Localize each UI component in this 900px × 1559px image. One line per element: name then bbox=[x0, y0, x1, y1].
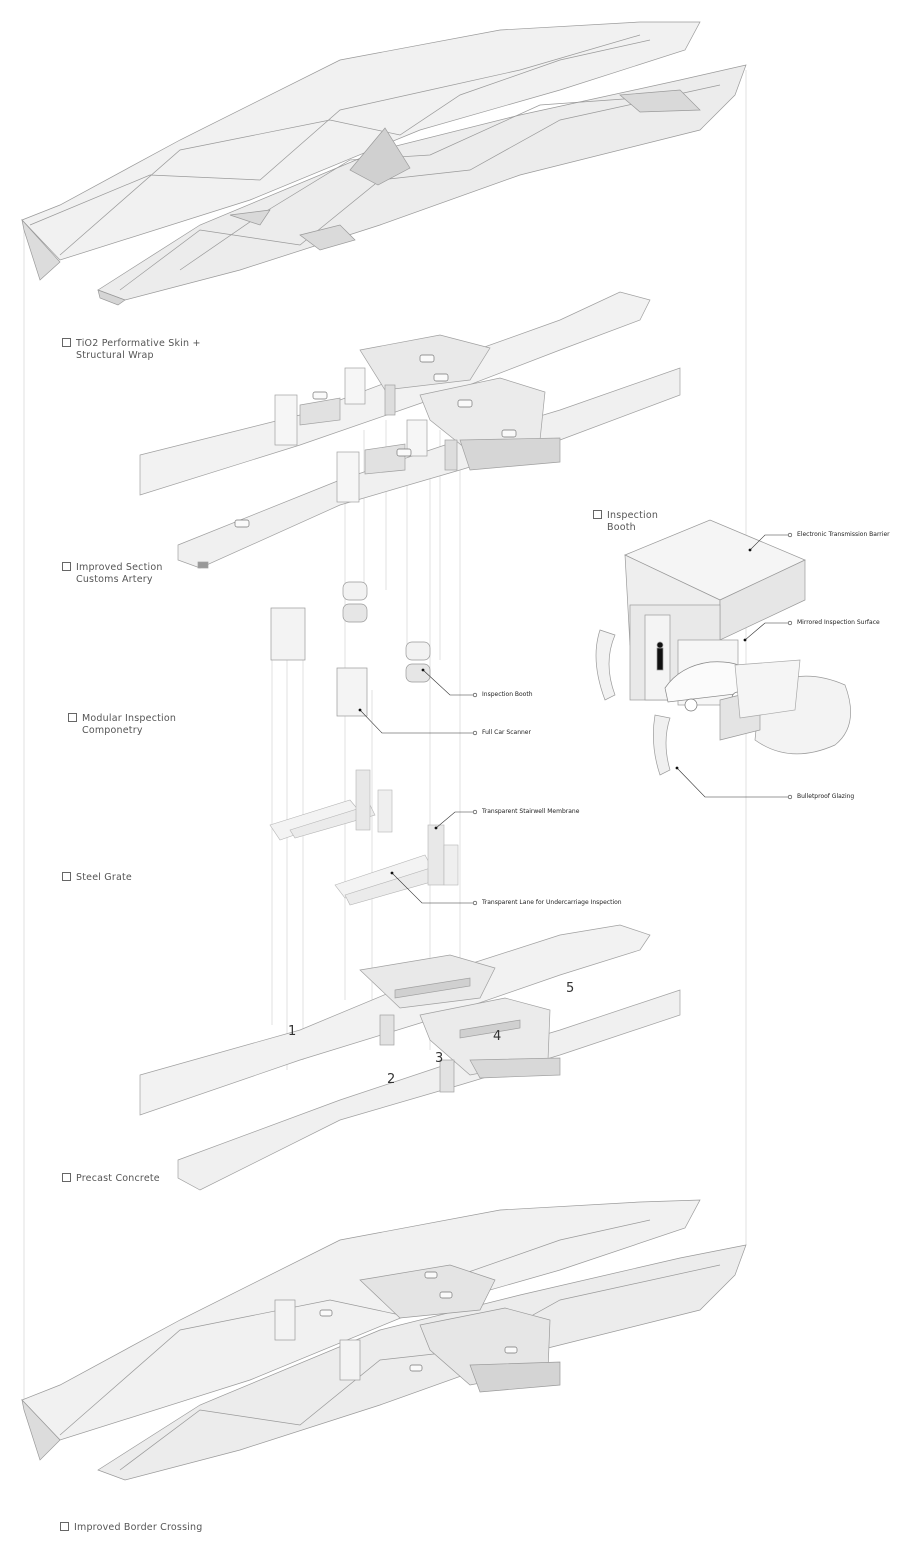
zone-number-1: 1 bbox=[288, 1024, 297, 1039]
callout-stairwell-membrane: Transparent Stairwell Membrane bbox=[482, 808, 580, 815]
label-inspection-booth: Inspection Booth bbox=[593, 510, 658, 534]
callout-inspection-booth: Inspection Booth bbox=[482, 691, 533, 698]
callout-origins bbox=[358, 548, 752, 875]
zone-number-5: 5 bbox=[566, 981, 575, 996]
zone-number-2: 2 bbox=[387, 1072, 396, 1087]
callout-endpoints bbox=[472, 532, 793, 906]
label-precast-concrete: Precast Concrete bbox=[62, 1173, 160, 1186]
precast-concrete-layer bbox=[139, 924, 681, 1191]
label-steel-grate: Steel Grate bbox=[62, 872, 132, 885]
zone-number-4: 4 bbox=[493, 1029, 502, 1044]
customs-artery-layer bbox=[139, 291, 681, 569]
label-border-crossing: Improved Border Crossing bbox=[60, 1522, 203, 1535]
label-modular-componetry: Modular Inspection Componetry bbox=[68, 713, 176, 737]
cars bbox=[234, 354, 517, 528]
tio2-skin-layer bbox=[21, 21, 747, 306]
label-tio2-skin: TiO2 Performative Skin + Structural Wrap bbox=[62, 338, 201, 362]
steel-grate-layer bbox=[269, 769, 459, 906]
callout-leaders bbox=[359, 534, 790, 904]
callout-undercarriage-lane: Transparent Lane for Undercarriage Inspe… bbox=[482, 899, 622, 906]
checkbox-icon bbox=[68, 713, 77, 722]
callout-electronic-barrier: Electronic Transmission Barrier bbox=[797, 531, 890, 538]
label-customs-artery: Improved Section Customs Artery bbox=[62, 562, 163, 586]
checkbox-icon bbox=[593, 510, 602, 519]
checkbox-icon bbox=[60, 1522, 69, 1531]
zone-number-3: 3 bbox=[435, 1051, 444, 1066]
checkbox-icon bbox=[62, 338, 71, 347]
checkbox-icon bbox=[62, 872, 71, 881]
callout-bulletproof-glazing: Bulletproof Glazing bbox=[797, 793, 855, 800]
callout-full-car-scanner: Full Car Scanner bbox=[482, 729, 531, 736]
checkbox-icon bbox=[62, 562, 71, 571]
assembled-border-crossing bbox=[21, 1199, 747, 1481]
inspection-booth-detail bbox=[595, 519, 851, 776]
callout-mirrored-surface: Mirrored Inspection Surface bbox=[797, 619, 880, 626]
checkbox-icon bbox=[62, 1173, 71, 1182]
modular-components bbox=[270, 581, 431, 717]
